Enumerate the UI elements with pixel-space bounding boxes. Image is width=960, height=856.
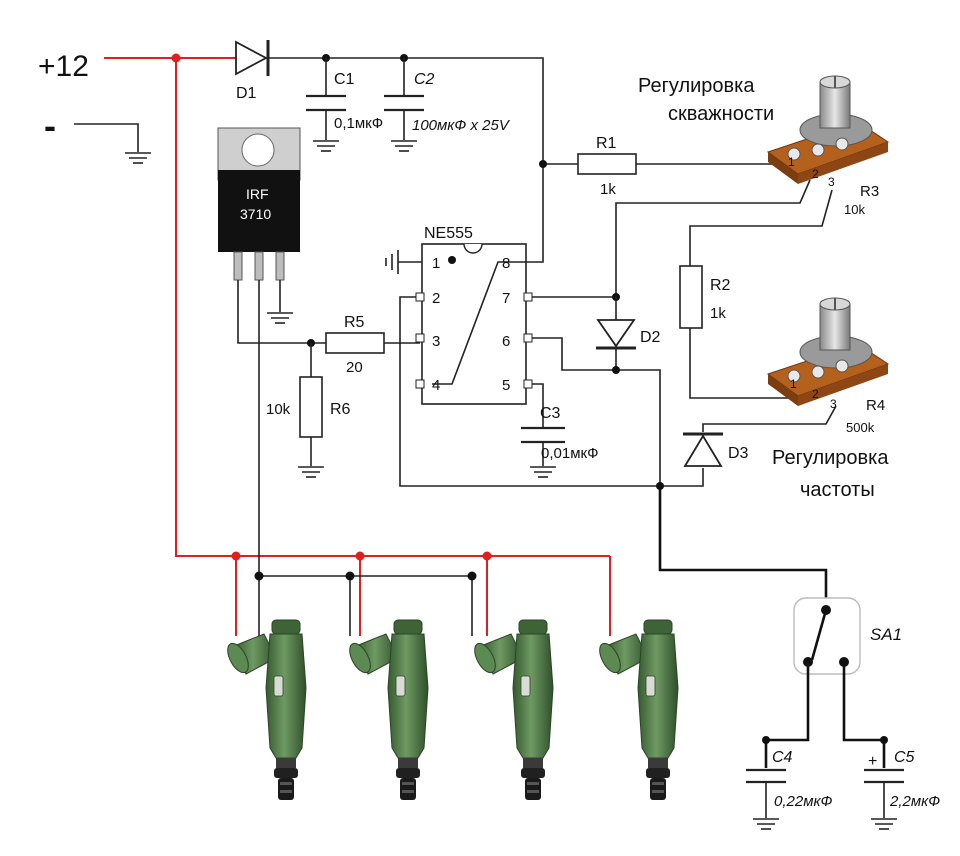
ic-name: NE555 bbox=[424, 225, 473, 242]
r3-label: R3 bbox=[860, 183, 879, 200]
c1-label: C1 bbox=[334, 71, 355, 88]
ground-symbol bbox=[297, 466, 325, 478]
negative-wire bbox=[74, 123, 139, 152]
trigger-wire bbox=[399, 296, 704, 487]
threshold-wire bbox=[532, 337, 661, 486]
resistor-r6 bbox=[299, 376, 323, 438]
c4-value: 0,22мкФ bbox=[774, 793, 833, 810]
pin-1: 1 bbox=[432, 255, 440, 272]
diode-d3 bbox=[683, 432, 723, 467]
c5-wire bbox=[842, 662, 886, 768]
pin-7: 7 bbox=[502, 290, 510, 307]
c5-label: C5 bbox=[894, 749, 915, 766]
ic-ne555 bbox=[398, 243, 533, 405]
ground-symbol bbox=[266, 312, 294, 324]
switch-wire bbox=[658, 486, 828, 608]
r2-label: R2 bbox=[710, 277, 731, 294]
r2-value: 1k bbox=[710, 305, 726, 322]
discharge-wire bbox=[532, 179, 811, 298]
injector-3 bbox=[469, 619, 554, 801]
junction-dot bbox=[171, 53, 181, 63]
pin-2: 2 bbox=[432, 290, 440, 307]
c4-label: C4 bbox=[772, 749, 793, 766]
capacitor-c2 bbox=[384, 58, 424, 152]
r3-pin3: 3 bbox=[828, 175, 835, 189]
capacitor-c1 bbox=[306, 58, 346, 152]
r4-label: R4 bbox=[866, 397, 885, 414]
junction-dot bbox=[345, 571, 355, 581]
ground-symbol bbox=[385, 250, 399, 274]
d2-label: D2 bbox=[640, 329, 661, 346]
r6-label: R6 bbox=[330, 401, 351, 418]
r4-pin3-wire bbox=[702, 405, 837, 432]
capacitor-c3 bbox=[521, 426, 565, 478]
c4-wire bbox=[764, 662, 810, 768]
r4-pin1: 1 bbox=[790, 377, 797, 391]
junction-dot bbox=[762, 736, 770, 744]
d1-label: D1 bbox=[236, 85, 257, 102]
junction-dot bbox=[539, 160, 547, 168]
r4-title-line2: частоты bbox=[800, 479, 875, 501]
r6-value: 10k bbox=[266, 401, 291, 418]
switch-sa1 bbox=[793, 597, 861, 675]
c5-value: 2,2мкФ bbox=[889, 793, 940, 810]
d3-label: D3 bbox=[728, 445, 749, 462]
r4-pin3: 3 bbox=[830, 397, 837, 411]
junction-dot bbox=[880, 736, 888, 744]
pin-3: 3 bbox=[432, 333, 440, 350]
r5-label: R5 bbox=[344, 314, 365, 331]
injector-1 bbox=[222, 619, 307, 801]
pin-8: 8 bbox=[502, 255, 510, 272]
potentiometer-r3 bbox=[767, 75, 889, 185]
r3-title-line2: скважности bbox=[668, 103, 774, 125]
positive-rail bbox=[104, 57, 611, 636]
junction-dot bbox=[482, 551, 492, 561]
transistor-line1: IRF bbox=[246, 186, 269, 202]
plus-12-label: +12 bbox=[38, 50, 89, 83]
potentiometer-r4 bbox=[767, 297, 889, 407]
resistor-r5 bbox=[325, 332, 385, 354]
ground-symbol bbox=[124, 152, 152, 164]
r3-pin3-wire bbox=[689, 189, 833, 266]
r1-label: R1 bbox=[596, 135, 617, 152]
sa1-label: SA1 bbox=[870, 625, 902, 644]
drain-bus bbox=[258, 575, 473, 636]
c2-label: C2 bbox=[414, 71, 435, 88]
junction-dot bbox=[355, 551, 365, 561]
r1-value: 1k bbox=[600, 181, 616, 198]
c5-plus: + bbox=[868, 753, 877, 770]
r4-title-line1: Регулировка bbox=[772, 447, 889, 469]
junction-dot bbox=[467, 571, 477, 581]
r3-title-line1: Регулировка bbox=[638, 75, 755, 97]
r5-value: 20 bbox=[346, 359, 363, 376]
c3-label: C3 bbox=[540, 405, 561, 422]
pin-5: 5 bbox=[502, 377, 510, 394]
c2-value: 100мкФ x 25V bbox=[412, 117, 511, 134]
diode-d1 bbox=[235, 40, 270, 76]
capacitor-c4 bbox=[746, 768, 786, 830]
transistor-line2: 3710 bbox=[240, 206, 271, 222]
resistor-r1 bbox=[577, 153, 637, 175]
pin-6: 6 bbox=[502, 333, 510, 350]
junction-dot bbox=[231, 551, 241, 561]
capacitor-c5 bbox=[864, 768, 904, 830]
diode-d2 bbox=[596, 297, 636, 370]
mosfet-irf3710 bbox=[217, 127, 301, 281]
r4-pin2: 2 bbox=[812, 387, 819, 401]
gate-wire bbox=[237, 280, 326, 344]
resistor-r2 bbox=[679, 265, 703, 329]
injector-4 bbox=[594, 619, 679, 801]
c1-value: 0,1мкФ bbox=[334, 115, 383, 132]
junction-dot bbox=[254, 571, 264, 581]
c3-value: 0,01мкФ bbox=[541, 445, 598, 462]
injector-2 bbox=[344, 619, 429, 801]
r3-pin2: 2 bbox=[812, 167, 819, 181]
r4-value: 500k bbox=[846, 420, 875, 435]
r3-value: 10k bbox=[844, 202, 865, 217]
junction-dot bbox=[612, 366, 620, 374]
pin-4: 4 bbox=[432, 377, 440, 394]
minus-label: - bbox=[44, 105, 56, 146]
r3-pin1: 1 bbox=[788, 155, 795, 169]
